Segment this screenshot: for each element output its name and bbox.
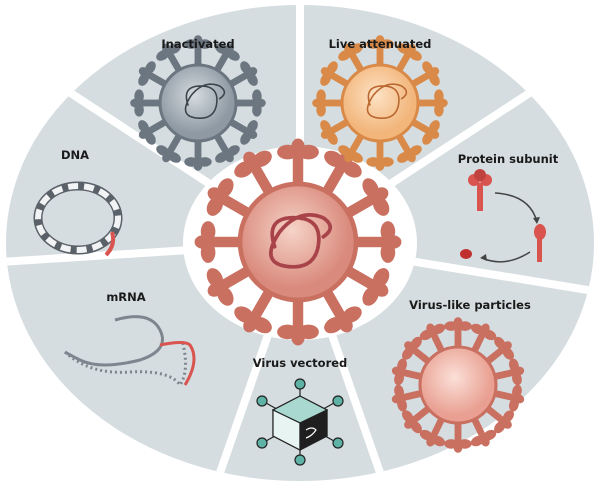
label-mrna: mRNA <box>106 290 145 304</box>
spike-protein <box>338 43 365 74</box>
spike-protein <box>277 138 319 186</box>
label-live-attenuated: Live attenuated <box>329 37 432 51</box>
label-inactivated: Inactivated <box>161 37 234 51</box>
spike-protein <box>156 43 183 74</box>
spike-protein <box>470 415 497 447</box>
inactivated-virus-icon <box>130 35 266 171</box>
spike-protein <box>338 132 365 163</box>
spike-protein <box>484 404 514 434</box>
spike-protein <box>213 43 240 74</box>
spike-protein <box>354 221 402 263</box>
spike-protein <box>130 89 162 117</box>
spike-protein <box>234 89 266 117</box>
label-dna: DNA <box>61 148 89 162</box>
spike-protein <box>391 358 424 386</box>
spike-protein <box>402 404 432 434</box>
spike-protein <box>409 61 440 88</box>
spike-protein <box>277 298 319 346</box>
spike-protein <box>343 265 390 306</box>
spike-protein <box>366 35 394 67</box>
spike-protein <box>321 287 362 334</box>
spike-protein <box>391 384 424 412</box>
spike-protein <box>492 358 525 386</box>
spike-protein <box>484 336 514 366</box>
spike-protein <box>402 336 432 366</box>
virus-like-particle-icon <box>391 317 525 453</box>
spike-protein <box>470 323 497 355</box>
spike-protein <box>312 89 344 117</box>
spike-protein <box>395 132 422 163</box>
spike-protein <box>416 89 448 117</box>
spike-protein <box>227 118 258 145</box>
spike-protein <box>444 421 472 453</box>
label-virus-like-particles: Virus-like particles <box>409 298 531 312</box>
spike-protein <box>138 118 169 145</box>
spike-protein <box>156 132 183 163</box>
coronavirus-icon <box>194 138 402 346</box>
spike-protein <box>320 118 351 145</box>
spike-protein <box>343 178 390 219</box>
spike-protein <box>227 61 258 88</box>
spike-protein <box>234 150 275 197</box>
spike-protein <box>234 287 275 334</box>
spike-protein <box>184 35 212 67</box>
live-attenuated-virus-icon <box>312 35 448 171</box>
label-protein-subunit: Protein subunit <box>458 152 559 166</box>
spike-protein <box>320 61 351 88</box>
label-virus-vectored: Virus vectored <box>253 356 348 370</box>
spike-protein <box>409 118 440 145</box>
spike-protein <box>206 265 253 306</box>
spike-protein <box>395 43 422 74</box>
spike-protein <box>444 317 472 349</box>
protein-subunit-icon <box>460 169 546 263</box>
mrna-strand-icon <box>63 315 196 388</box>
dna-plasmid-icon <box>33 181 123 257</box>
spike-protein <box>419 415 446 447</box>
viral-vector-icon <box>256 378 344 466</box>
spike-protein <box>419 323 446 355</box>
spike-protein <box>492 384 525 412</box>
spike-protein <box>366 139 394 171</box>
spike-protein <box>184 139 212 171</box>
spike-protein <box>194 221 242 263</box>
spike-protein <box>206 178 253 219</box>
spike-protein <box>213 132 240 163</box>
spike-protein <box>138 61 169 88</box>
